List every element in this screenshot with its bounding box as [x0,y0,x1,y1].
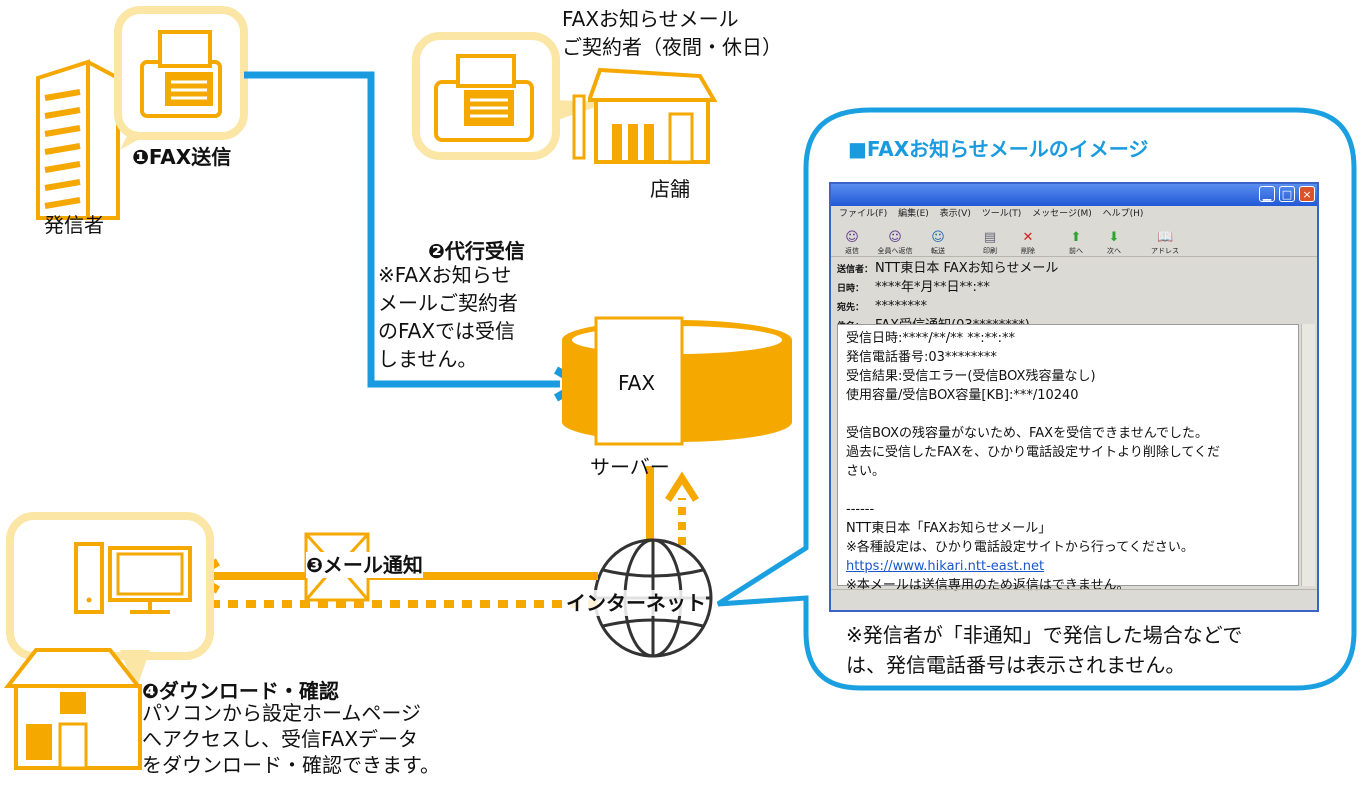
image-panel-footnote-1: ※発信者が「非通知」で発信した場合などで [846,623,1243,647]
mail-window: ▁ □ × ファイル(F) 編集(E) 表示(V) ツール(T) メッセージ(M… [829,182,1319,612]
download-arrowhead [665,471,699,502]
reply-icon: ☺ [845,230,859,245]
delete-icon: ✕ [1022,230,1034,245]
mail-titlebar: ▁ □ × [831,184,1317,206]
body-line: ※各種設定は、ひかり電話設定サイトから行ってください。 [846,540,1194,555]
sender-fax-icon [140,30,222,118]
body-line [846,405,1290,424]
date-value: ****年*月**日**:** [875,280,990,295]
contractor-label-line2: ご契約者（夜間・休日） [562,35,782,59]
print-button[interactable]: ▤印刷 [983,230,997,256]
mail-statusbar [831,589,1317,610]
to-value: ******** [875,299,927,314]
menu-view[interactable]: 表示(V) [939,209,971,219]
contractor-label-line1: FAXお知らせメール [562,7,739,31]
pc-icon [74,542,192,614]
next-button[interactable]: ⬇次へ [1107,230,1121,256]
house-icon [3,648,143,770]
menu-tools[interactable]: ツール(T) [981,209,1022,219]
from-key: 送信者： [837,265,874,275]
to-key: 宛先： [837,303,865,313]
menu-help[interactable]: ヘルプ(H) [1102,209,1144,219]
image-panel-heading: ■FAXお知らせメールのイメージ [848,137,1149,161]
close-icon[interactable]: × [1299,186,1315,202]
step4-line-1: パソコンから設定ホームページ [142,701,421,725]
menu-edit[interactable]: 編集(E) [898,209,929,219]
maximize-icon[interactable]: □ [1279,186,1295,202]
body-line: 受信BOXの残容量がないため、FAXを受信できませんでした。 [846,426,1209,441]
server-icon [562,316,792,446]
step3-label: ❸メール通知 [306,552,423,578]
store-icon [572,67,718,164]
reply-all-button[interactable]: ☺全員へ返信 [877,230,913,256]
step2-note-1: ※FAXお知らせ [378,263,512,287]
address-book-button[interactable]: 📖アドレス [1151,230,1179,256]
minimize-icon[interactable]: ▁ [1259,186,1275,202]
mail-toolbar: ☺返信 ☺全員へ返信 ☺転送 ▤印刷 ✕削除 ⬆前へ ⬇次へ 📖アドレス [831,222,1317,257]
sender-label: 発信者 [44,213,104,237]
server-label: サーバー [590,455,670,479]
body-line: 発信電話番号:03******** [846,350,997,365]
internet-label: インターネット [566,590,706,616]
menu-file[interactable]: ファイル(F) [839,209,888,219]
step1-label: ❶FAX送信 [132,145,232,169]
down-arrow-icon: ⬇ [1108,230,1120,245]
address-book-icon: 📖 [1157,230,1174,245]
settings-link[interactable]: https://www.hikari.ntt-east.net [846,559,1045,574]
body-line: 受信結果:受信エラー(受信BOX残容量なし) [846,369,1096,384]
step4-line-2: へアクセスし、受信FAXデータ [142,727,419,751]
mail-menubar: ファイル(F) 編集(E) 表示(V) ツール(T) メッセージ(M) ヘルプ(… [831,206,1317,222]
delete-button[interactable]: ✕削除 [1021,230,1035,256]
body-line: NTT東日本「FAXお知らせメール」 [846,521,1052,536]
step2-title: ❷代行受信 [428,239,525,263]
body-line: 使用容量/受信BOX容量[KB]:***/10240 [846,388,1079,403]
mail-scrollbar[interactable] [1301,324,1315,586]
server-fax-label: FAX [618,371,656,395]
step2-note-4: しません。 [378,347,478,371]
reply-button[interactable]: ☺返信 [845,230,859,256]
previous-button[interactable]: ⬆前へ [1069,230,1083,256]
from-value: NTT東日本 FAXお知らせメール [875,261,1059,276]
body-line: さい。 [846,464,886,479]
fax-route-line [244,71,560,388]
body-line [846,481,1290,500]
image-panel-footnote-2: は、発信電話番号は表示されません。 [846,653,1186,677]
contractor-fax-icon [434,54,534,142]
body-line: 過去に受信したFAXを、ひかり電話設定サイトより削除してくだ [846,445,1221,460]
step4-title: ❹ダウンロード・確認 [142,679,339,703]
date-key: 日時： [837,284,865,294]
reply-all-icon: ☺ [888,230,902,245]
forward-icon: ☺ [931,230,945,245]
body-line: ------ [846,502,875,517]
step2-note-2: メールご契約者 [378,291,518,315]
store-label: 店舗 [650,177,690,201]
step4-line-3: をダウンロード・確認できます。 [142,753,440,777]
up-arrow-icon: ⬆ [1070,230,1082,245]
menu-message[interactable]: メッセージ(M) [1032,209,1092,219]
mail-body: 受信日時:****/**/** **:**:** 発信電話番号:03******… [837,324,1299,593]
body-line: 受信日時:****/**/** **:**:** [846,331,1016,346]
print-icon: ▤ [983,230,997,245]
forward-button[interactable]: ☺転送 [931,230,945,256]
building-icon [36,59,120,220]
step2-note-3: のFAXでは受信 [378,319,516,343]
